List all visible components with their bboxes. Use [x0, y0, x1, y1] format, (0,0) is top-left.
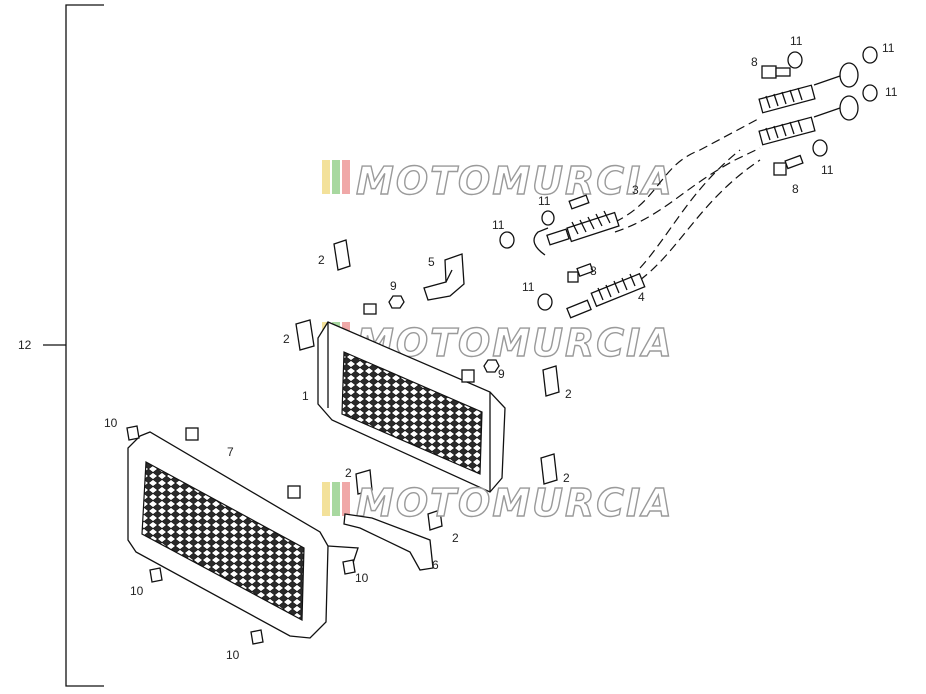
callout-10: 10 — [226, 648, 240, 662]
callout-9: 9 — [390, 279, 397, 293]
watermark-middle: MOTOMURCIA — [322, 320, 674, 366]
callout-11: 11 — [492, 218, 505, 232]
callout-5: 5 — [428, 255, 435, 269]
callout-1: 1 — [302, 389, 309, 403]
callout-8: 8 — [792, 182, 799, 196]
callout-11: 11 — [821, 163, 834, 177]
nuts-9 — [388, 295, 500, 373]
callout-labels: 12 1 2 2 2 2 2 2 3 4 5 6 7 8 8 8 9 9 10 … — [18, 34, 898, 662]
callout-9: 9 — [498, 367, 505, 381]
callout-2: 2 — [283, 332, 290, 346]
rubber-pads-2 — [295, 239, 560, 531]
watermark-text-middle: MOTOMURCIA — [356, 321, 674, 365]
screws-10 — [126, 425, 356, 645]
callout-2: 2 — [563, 471, 570, 485]
callout-7: 7 — [227, 445, 234, 459]
callout-2: 2 — [345, 466, 352, 480]
callout-8: 8 — [751, 55, 758, 69]
assembly-bracket-12 — [43, 4, 104, 687]
bolt-8-right — [773, 154, 804, 176]
callout-12: 12 — [18, 338, 32, 352]
washers-11 — [499, 46, 878, 311]
oil-hose-4 — [566, 149, 761, 319]
oil-cooler-1 — [317, 303, 506, 493]
callout-11: 11 — [885, 85, 898, 99]
watermark-text-bottom: MOTOMURCIA — [356, 481, 674, 525]
callout-11: 11 — [538, 194, 551, 208]
callout-2: 2 — [565, 387, 572, 401]
callout-10: 10 — [130, 584, 144, 598]
grille-7 — [127, 427, 359, 639]
callout-2: 2 — [452, 531, 459, 545]
watermark-top: MOTOMURCIA — [322, 158, 674, 204]
bolt-8-upper-small — [568, 194, 590, 210]
callout-11: 11 — [522, 280, 535, 294]
callout-11: 11 — [882, 41, 895, 55]
bolt-8-top — [761, 65, 791, 79]
watermark-bottom: MOTOMURCIA — [322, 480, 674, 526]
oil-hose-3 — [533, 117, 761, 256]
callout-4: 4 — [638, 290, 645, 304]
callout-11: 11 — [790, 34, 803, 48]
oil-hose-right-ends — [758, 62, 859, 146]
watermark-text-top: MOTOMURCIA — [356, 159, 674, 203]
callout-8: 8 — [590, 264, 597, 278]
callout-6: 6 — [432, 558, 439, 572]
lower-bracket-6 — [343, 513, 434, 571]
bracket-5 — [423, 253, 465, 301]
callout-3: 3 — [632, 183, 639, 197]
callout-10: 10 — [355, 571, 369, 585]
callout-10: 10 — [104, 416, 118, 430]
callout-2: 2 — [318, 253, 325, 267]
bolt-8-middle — [567, 263, 594, 283]
